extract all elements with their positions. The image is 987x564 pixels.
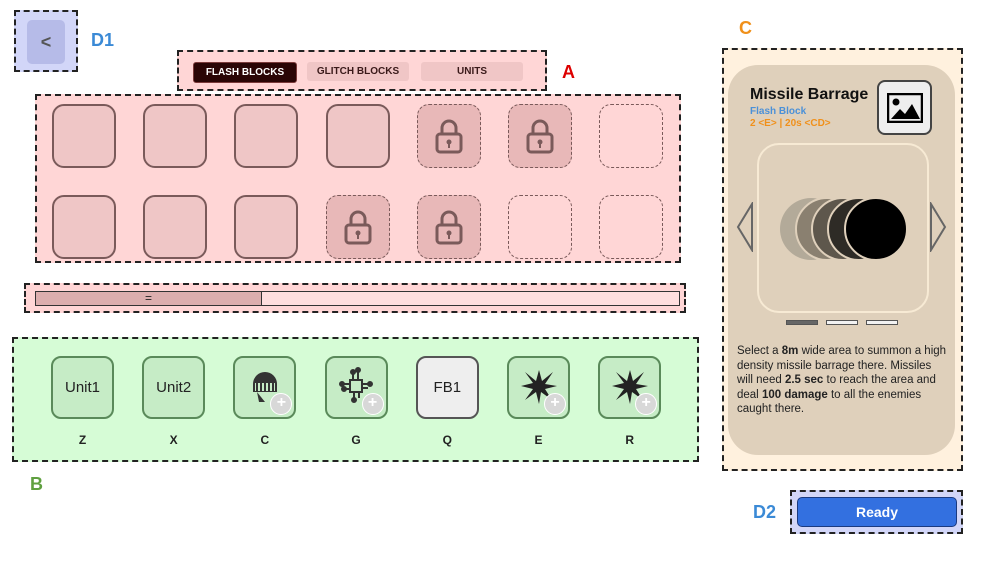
block-slot-filled[interactable] [234,195,299,259]
hotkey-label: G [351,433,361,447]
label-d2: D2 [753,502,777,522]
unit-label: Unit2 [156,379,192,396]
tab-glitch-blocks[interactable]: GLITCH BLOCKS [307,62,409,81]
block-slot-locked [416,104,481,168]
desc-highlight: 100 damage [761,388,828,401]
unit-label: Unit1 [64,379,101,396]
detail-cost: 2 <E> | 20s <CD> [750,118,831,129]
slider-track[interactable]: = [35,291,680,306]
circuit-icon [336,366,376,410]
slider-fill[interactable]: = [36,292,263,305]
hotkey-label: E [534,433,543,447]
tab-flash-blocks[interactable]: FLASH BLOCKS [193,62,297,83]
detail-description: Select a 8m wide area to summon a high d… [737,344,949,417]
unit-label: FB1 [433,379,462,396]
back-button[interactable]: < [27,20,65,64]
desc-text: to all the enemies caught there. [737,388,922,416]
block-slot-filled[interactable] [325,104,390,168]
block-slot-filled[interactable] [143,104,208,168]
block-slot-filled[interactable] [143,195,208,259]
lock-icon [435,119,463,154]
desc-text: wide area to summon a high density missi… [737,345,947,386]
page-indicator[interactable] [826,320,858,325]
lock-icon [526,119,554,154]
unit-slot-x[interactable]: Unit2 [142,356,206,419]
unit-slot-e[interactable]: + [507,356,570,419]
hotkey-label: C [260,433,270,447]
add-icon: + [544,393,566,415]
add-icon: + [270,393,293,415]
block-slot-filled[interactable] [52,195,116,259]
label-a: A [562,62,575,82]
block-slot-empty [508,195,572,259]
block-slot-locked [508,104,572,168]
hotkey-label: R [625,433,635,447]
prev-arrow-icon[interactable] [736,202,754,252]
ready-button[interactable]: Ready [797,497,957,527]
add-icon: + [635,393,658,415]
missile-preview-icon [780,197,908,261]
unit-slot-r[interactable]: + [598,356,662,419]
block-slot-empty [599,195,664,259]
unit-slot-z[interactable]: Unit1 [51,356,114,419]
label-c: C [739,18,752,38]
label-d1: D1 [91,30,115,50]
block-slot-filled[interactable] [234,104,299,168]
desc-highlight: 2.5 sec [784,374,824,386]
add-icon: + [361,393,384,415]
detail-type: Flash Block [750,106,807,117]
detail-title: Missile Barrage [750,86,869,103]
desc-text: Select a [737,345,782,357]
unit-slot-q[interactable]: FB1 [415,356,479,419]
hotkey-label: X [169,433,178,447]
label-b: B [30,474,43,494]
block-slot-empty [599,104,664,168]
preview-frame [757,143,929,313]
desc-text: to reach the area and deal [737,374,936,401]
block-slot-locked [416,195,481,259]
block-slot-locked [325,195,390,259]
page-indicator[interactable] [786,320,818,325]
tab-units[interactable]: UNITS [421,62,523,81]
hotkey-label: Z [78,433,87,447]
lock-icon [344,210,372,245]
unit-slot-g[interactable]: + [324,356,388,419]
unit-slot-c[interactable]: + [233,356,297,419]
block-slot-filled[interactable] [52,104,116,168]
lock-icon [435,210,463,245]
next-arrow-icon[interactable] [929,202,947,252]
page-indicator[interactable] [866,320,898,325]
knight-helmet-icon [245,366,285,410]
desc-highlight: 8m [781,345,799,357]
hotkey-label: Q [442,433,452,447]
image-icon [877,80,932,135]
